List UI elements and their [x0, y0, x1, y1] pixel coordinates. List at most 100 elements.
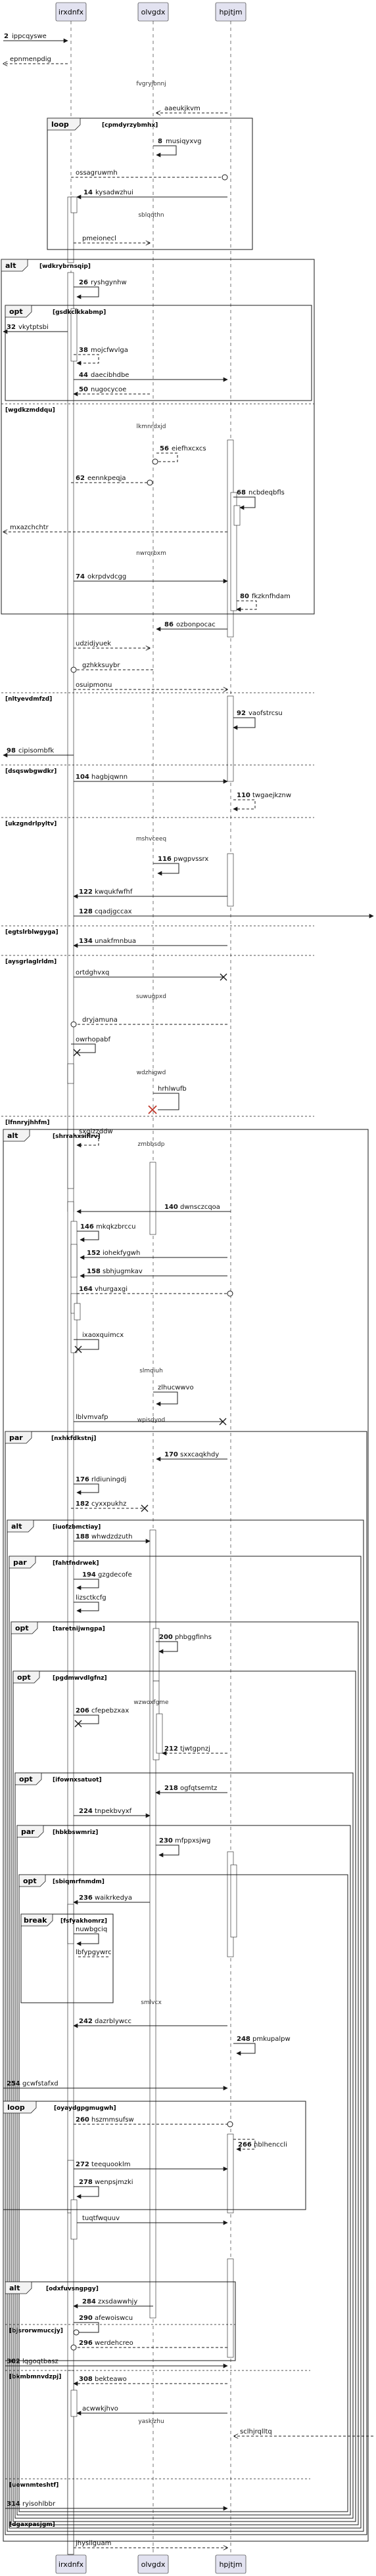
message-destroy — [141, 1504, 149, 1512]
svg-text:lblvmvafp: lblvmvafp — [76, 1414, 108, 1421]
svg-text:176: 176 — [76, 1476, 89, 1483]
svg-text:284: 284 — [82, 2298, 96, 2305]
message-arrow — [156, 1641, 178, 1654]
svg-text:alt: alt — [9, 2284, 20, 2292]
message-label: lizsctkcfg — [76, 1594, 106, 1602]
message-label: lbfypgywrc — [76, 1949, 112, 1956]
svg-text:mkqkzbrccu: mkqkzbrccu — [96, 1223, 136, 1231]
message-label: ortdghvxq — [76, 969, 109, 976]
participant-label: hpjtjm — [219, 8, 242, 16]
participant-label: olvgdx — [141, 8, 166, 16]
svg-text:[egtslrblwgyga]: [egtslrblwgyga] — [5, 929, 59, 936]
svg-text:twgaejkznw: twgaejkznw — [252, 792, 291, 799]
fragment-header-opt-4: opt [ifownxsatuot] — [14, 1772, 102, 1785]
svg-text:opt: opt — [19, 1775, 33, 1783]
fragment-header-opt-1: opt [gsdkclkkabmp] — [5, 305, 106, 318]
svg-text:[odxfuvsngpgy]: [odxfuvsngpgy] — [46, 2286, 99, 2292]
svg-text:vkytptsbi: vkytptsbi — [18, 324, 49, 331]
svg-text:[bkmbmnvdzpj]: [bkmbmnvdzpj] — [9, 2374, 61, 2380]
svg-text:bekteawo: bekteawo — [95, 2376, 127, 2383]
svg-text:ixaoxquimcx: ixaoxquimcx — [82, 1332, 124, 1339]
svg-text:[taretnijwngpa]: [taretnijwngpa] — [53, 1626, 105, 1632]
message-label: aaeukjkvm — [164, 105, 200, 112]
message-label: tuqtfwquuv — [82, 2215, 120, 2222]
message-arrow — [74, 1339, 99, 1350]
svg-text:daecibhdbe: daecibhdbe — [91, 372, 129, 379]
svg-text:[uewnmteshtf]: [uewnmteshtf] — [9, 2482, 59, 2489]
svg-text:werdehcreo: werdehcreo — [95, 2340, 133, 2347]
participant-irxdnfx: irxdnfx — [55, 2, 87, 22]
svg-text:zlhucwwvo: zlhucwwvo — [158, 1384, 194, 1391]
message-arrow — [233, 2043, 256, 2056]
svg-text:break: break — [24, 1916, 47, 1925]
svg-text:zxsdawwhjy: zxsdawwhjy — [98, 2298, 137, 2305]
fragment-header-loop-1: loop [cpmdyrzybmhx] — [47, 118, 158, 131]
svg-text:par: par — [9, 1433, 23, 1442]
svg-text:74: 74 — [76, 573, 85, 580]
svg-text:[bjsrorwmuccjy]: [bjsrorwmuccjy] — [9, 2328, 63, 2334]
svg-text:206: 206 — [76, 1707, 89, 1714]
message-label: acwwkjhvo — [82, 2405, 118, 2412]
message-arrow — [71, 1043, 96, 1053]
fragment-header-par-3: par [hbkbswmriz] — [16, 1825, 98, 1838]
svg-text:unakfmnbua: unakfmnbua — [95, 938, 136, 945]
svg-text:230: 230 — [159, 1837, 173, 1845]
fragment-separators — [1, 403, 314, 2479]
svg-text:sclhjrqlltq: sclhjrqlltq — [240, 2428, 272, 2435]
svg-text:wenpsjmzki: wenpsjmzki — [95, 2179, 133, 2186]
svg-text:afewoiswcu: afewoiswcu — [95, 2315, 133, 2322]
message-arrow — [233, 496, 256, 510]
svg-text:128: 128 — [79, 908, 93, 915]
divider-label: fvgryjbnnj — [136, 81, 166, 87]
fragment-header-opt-2: opt [taretnijwngpa] — [11, 1621, 105, 1634]
svg-text:266: 266 — [238, 2141, 252, 2149]
fragment-header-par-2: par [fahtfndrwek] — [9, 1556, 99, 1569]
svg-text:164: 164 — [79, 1286, 93, 1293]
svg-text:[wgdkzmddqu]: [wgdkzmddqu] — [5, 407, 55, 414]
divider-label: nwrqrbxm — [136, 550, 166, 557]
svg-text:[fsfyakhomrz]: [fsfyakhomrz] — [60, 1918, 107, 1925]
svg-text:242: 242 — [79, 2018, 93, 2025]
svg-text:nblhenccli: nblhenccli — [254, 2141, 287, 2149]
svg-text:[iuofzbmctiay]: [iuofzbmctiay] — [53, 1524, 101, 1531]
svg-text:musiqyxvg: musiqyxvg — [166, 138, 202, 145]
participant-label: irxdnfx — [59, 8, 84, 16]
message-label: gzhkksuybr — [82, 662, 120, 669]
svg-text:mojcfwvlga: mojcfwvlga — [91, 347, 128, 354]
svg-text:ncbdeqbfls: ncbdeqbfls — [248, 489, 285, 496]
svg-text:[ifownxsatuot]: [ifownxsatuot] — [53, 1777, 102, 1783]
fragment-header-opt-3: opt [pgdmwvdlgfnz] — [12, 1670, 107, 1684]
message-arrow — [153, 1093, 179, 1110]
svg-text:alt: alt — [5, 261, 16, 270]
svg-text:ippcqyswe: ippcqyswe — [12, 33, 47, 40]
message-destroy — [219, 1418, 227, 1426]
svg-text:nugocycoe: nugocycoe — [91, 386, 126, 393]
message-lost-circle — [222, 174, 228, 181]
svg-text:194: 194 — [82, 1571, 96, 1579]
svg-text:[lfnnryjhhfm]: [lfnnryjhhfm] — [5, 1120, 50, 1126]
svg-text:[cpmdyrzybmhx]: [cpmdyrzybmhx] — [102, 122, 158, 129]
svg-text:iohekfygwh: iohekfygwh — [103, 1250, 140, 1257]
divider-label: yaskjzhu — [138, 2418, 164, 2425]
divider-label: wpisdyod — [137, 1417, 166, 1424]
svg-text:38: 38 — [79, 347, 88, 354]
svg-text:sxxcaqkhdy: sxxcaqkhdy — [180, 1451, 219, 1458]
svg-text:218: 218 — [164, 1785, 178, 1792]
message-label: hrhlwufb — [158, 1085, 187, 1093]
svg-text:302: 302 — [7, 2358, 20, 2365]
svg-text:pwgpvssrx: pwgpvssrx — [174, 856, 208, 863]
fragment-header-alt-1: alt [wdkrybrnsqip] — [1, 259, 91, 272]
